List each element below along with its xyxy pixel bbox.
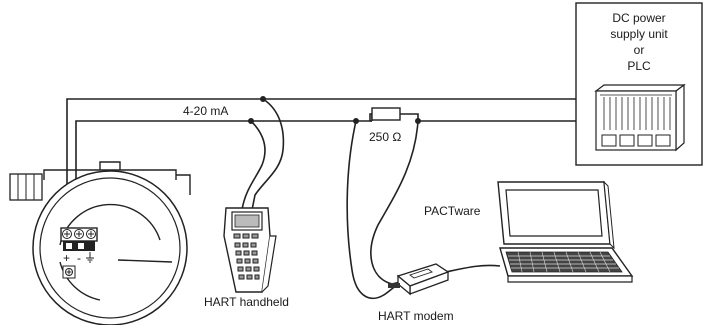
plc-icon — [594, 83, 686, 152]
handheld-cable — [241, 98, 285, 211]
modem-cable — [346, 120, 419, 300]
resistor-label: 250 Ω — [369, 130, 401, 144]
transmitter-icon — [9, 161, 191, 325]
terminal-plus-label: + — [63, 251, 70, 265]
hart-modem-icon — [388, 263, 450, 296]
software-label: PACTware — [424, 204, 481, 218]
laptop-icon — [497, 180, 634, 283]
modem-usb-cable — [445, 264, 501, 273]
power-supply-label-line3: or — [634, 43, 645, 57]
modem-label: HART modem — [378, 309, 454, 323]
earth-terminal-icon — [62, 265, 76, 279]
resistor-icon — [371, 107, 401, 121]
handheld-label: HART handheld — [204, 295, 289, 309]
power-supply-label-line2: supply unit — [610, 27, 668, 41]
power-supply-label-line4: PLC — [627, 59, 651, 73]
current-loop-label: 4-20 mA — [183, 104, 228, 118]
power-supply-label-line1: DC power — [612, 11, 665, 25]
ground-icon — [86, 252, 94, 263]
terminal-minus-label: - — [77, 251, 81, 265]
hart-handheld-icon — [223, 207, 277, 293]
